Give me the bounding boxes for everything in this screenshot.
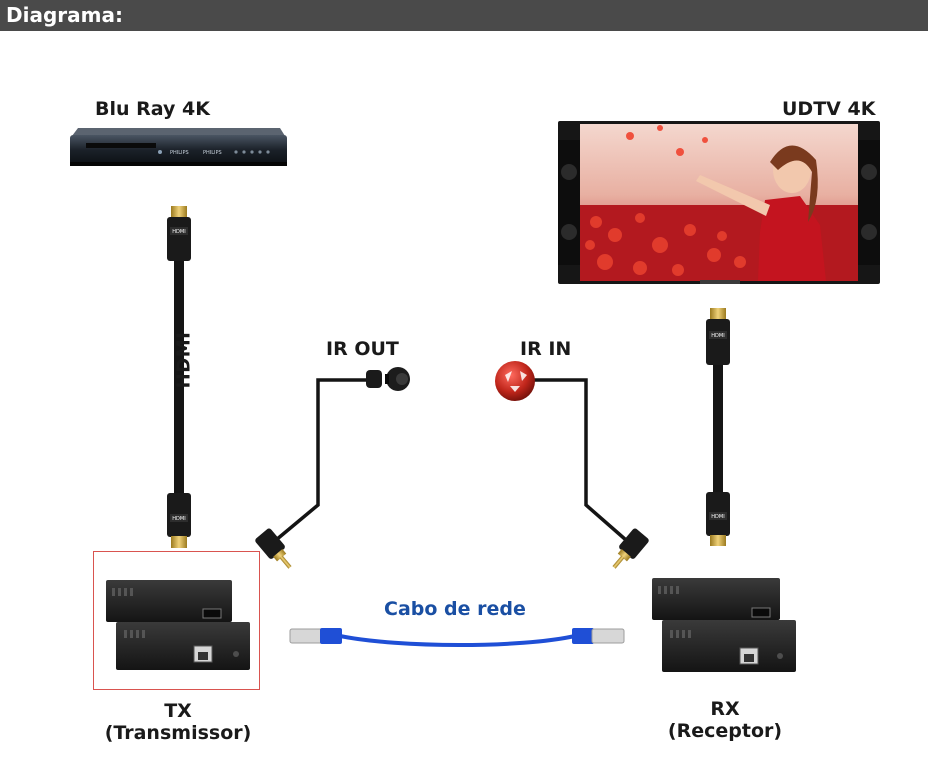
tx-highlight-frame <box>93 551 260 690</box>
ir-in-label: IR IN <box>520 338 572 360</box>
source-label: Blu Ray 4K <box>95 98 210 120</box>
rx-unit <box>652 578 796 672</box>
hdmi-plug-text-4: HDMI <box>711 514 724 520</box>
network-cable-label: Cabo de rede <box>384 598 526 620</box>
page-title: Diagrama: <box>6 3 123 27</box>
hdmi-cable-rx: HDMI HDMI <box>706 308 730 546</box>
tx-caption: TX (Transmissor) <box>100 700 256 744</box>
rx-sub-label: (Receptor) <box>667 720 783 742</box>
hdmi-plug-text-1: HDMI <box>172 229 185 235</box>
network-cable <box>289 628 625 647</box>
tx-label: TX <box>164 700 192 722</box>
tx-unit <box>106 580 250 670</box>
hdmi-plug-text-2: HDMI <box>172 516 185 522</box>
hdmi-cable-label: HDMI <box>173 331 195 389</box>
blu-ray-player: PHILIPS PHILIPS <box>70 128 287 166</box>
player-brand-2: PHILIPS <box>203 150 222 156</box>
rx-caption: RX (Receptor) <box>650 698 800 742</box>
ir-in-cable <box>495 361 649 569</box>
udtv-television <box>558 121 880 284</box>
player-brand: PHILIPS <box>170 150 189 156</box>
ir-out-label: IR OUT <box>326 338 399 360</box>
rx-label: RX <box>710 698 740 720</box>
ir-out-cable <box>255 367 410 569</box>
hdmi-cable-tx: HDMI HDMI <box>167 206 191 548</box>
display-label: UDTV 4K <box>782 98 876 120</box>
tx-sub-label: (Transmissor) <box>104 722 252 744</box>
hdmi-plug-text-3: HDMI <box>711 333 724 339</box>
header-bar: Diagrama: <box>0 0 928 31</box>
